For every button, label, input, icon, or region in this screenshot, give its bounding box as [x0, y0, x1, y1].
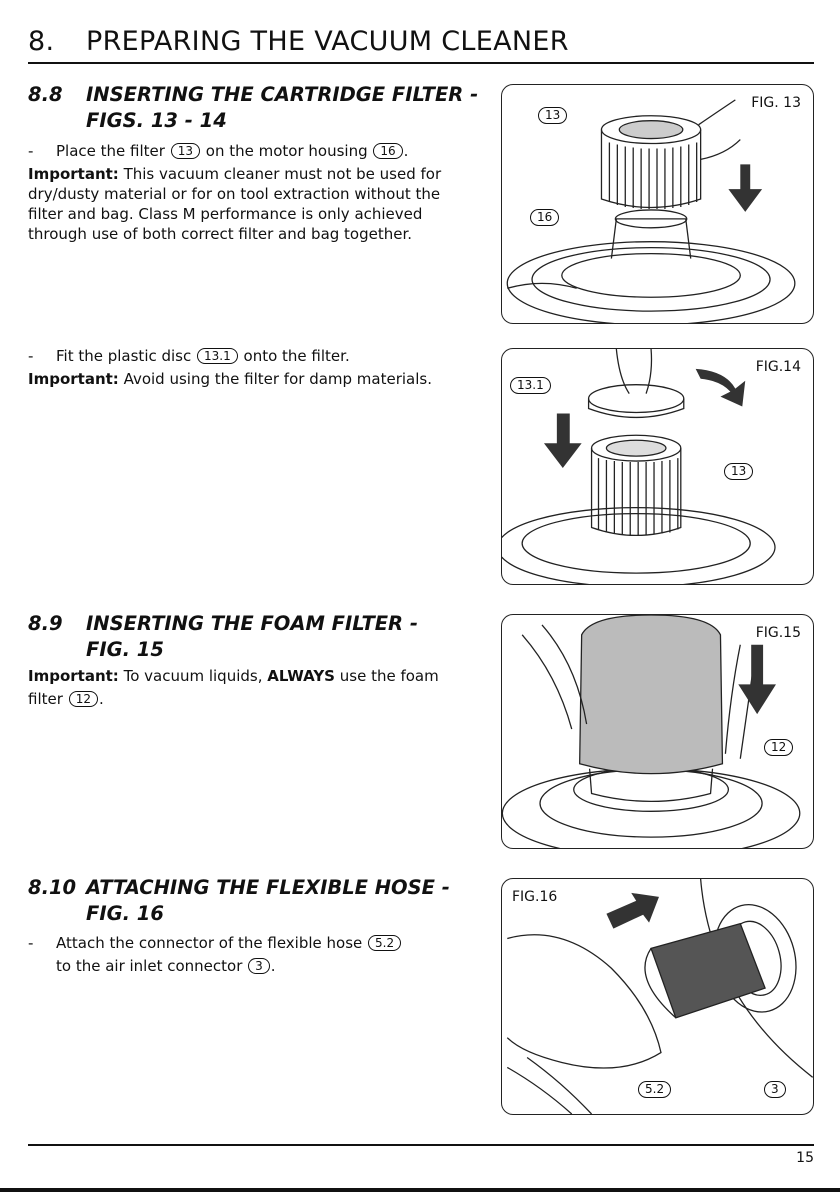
- cartridge-filter-illustration: [506, 99, 796, 323]
- callout-12: 12: [764, 739, 794, 756]
- important-label: Important:: [28, 370, 119, 388]
- section-number: 8.9: [28, 612, 63, 635]
- callout-5-2: 5.2: [638, 1081, 672, 1098]
- ref-badge: 13.1: [197, 348, 238, 364]
- callout-13: 13: [724, 463, 754, 480]
- ref-badge: 12: [68, 691, 98, 707]
- section-title-line1: INSERTING THE CARTRIDGE FILTER -: [86, 83, 479, 106]
- section-heading-8-8: 8.8 INSERTING THE CARTRIDGE FILTER - FIGS…: [28, 82, 478, 134]
- ref-badge: 13: [170, 143, 200, 159]
- section-number: 8.10: [28, 876, 77, 899]
- step-attach-hose-line1: -Attach the connector of the flexible ho…: [28, 933, 402, 953]
- section-title-line1: ATTACHING THE FLEXIBLE HOSE -: [86, 876, 450, 899]
- important-label: Important:: [28, 667, 119, 685]
- page-number: 15: [796, 1150, 814, 1166]
- important-note-foam-line1: Important: To vacuum liquids, ALWAYS use…: [28, 667, 439, 685]
- important-note-foam-line2: filter 12.: [28, 690, 104, 708]
- chapter-title: PREPARING THE VACUUM CLEANER: [86, 26, 569, 57]
- bottom-border: [0, 1188, 840, 1192]
- important-text: This vacuum cleaner must not be used for…: [28, 165, 442, 243]
- section-heading-8-9: 8.9 INSERTING THE FOAM FILTER - FIG. 15: [28, 611, 418, 663]
- section-title-line2: FIGS. 13 - 14: [86, 109, 227, 132]
- figure-13: FIG. 13 13 16: [501, 84, 814, 324]
- figure-label: FIG.15: [755, 625, 801, 641]
- section-title-line1: INSERTING THE FOAM FILTER -: [86, 612, 418, 635]
- step-place-filter: -Place the filter 13 on the motor housin…: [28, 142, 409, 160]
- important-note-damp: Important: Avoid using the filter for da…: [28, 369, 488, 389]
- callout-3: 3: [764, 1081, 786, 1098]
- step-attach-hose-line2: to the air inlet connector 3.: [56, 957, 276, 975]
- figure-label: FIG.14: [755, 359, 801, 375]
- figure-14: FIG.14 13.1 13: [501, 348, 814, 585]
- title-divider: [28, 62, 814, 64]
- always-emphasis: ALWAYS: [267, 667, 335, 685]
- figure-label: FIG.16: [512, 889, 558, 905]
- plastic-disc-illustration: [502, 349, 776, 584]
- page-title: 8. PREPARING THE VACUUM CLEANER: [28, 26, 569, 57]
- footer-divider: [28, 1144, 814, 1146]
- figure-label: FIG. 13: [751, 95, 801, 111]
- callout-13: 13: [538, 107, 568, 124]
- important-note-filter-bag: Important: This vacuum cleaner must not …: [28, 164, 478, 244]
- ref-badge: 3: [248, 958, 270, 974]
- foam-filter-illustration: [502, 615, 801, 848]
- callout-16: 16: [530, 209, 560, 226]
- section-number: 8.8: [28, 83, 63, 106]
- figure-16: FIG.16 5.2 3: [501, 878, 814, 1115]
- callout-13-1: 13.1: [510, 377, 551, 394]
- section-title-line2: FIG. 16: [86, 902, 164, 925]
- ref-badge: 16: [373, 143, 403, 159]
- important-label: Important:: [28, 165, 119, 183]
- section-heading-8-10: 8.10 ATTACHING THE FLEXIBLE HOSE - FIG. 1…: [28, 875, 450, 927]
- figure-15: FIG.15 12: [501, 614, 814, 849]
- flexible-hose-illustration: [506, 879, 813, 1114]
- chapter-number: 8.: [28, 26, 55, 57]
- section-title-line2: FIG. 15: [86, 638, 164, 661]
- step-fit-plastic-disc: -Fit the plastic disc 13.1 onto the filt…: [28, 347, 350, 365]
- important-text: Avoid using the filter for damp material…: [123, 370, 433, 388]
- ref-badge: 5.2: [368, 935, 402, 951]
